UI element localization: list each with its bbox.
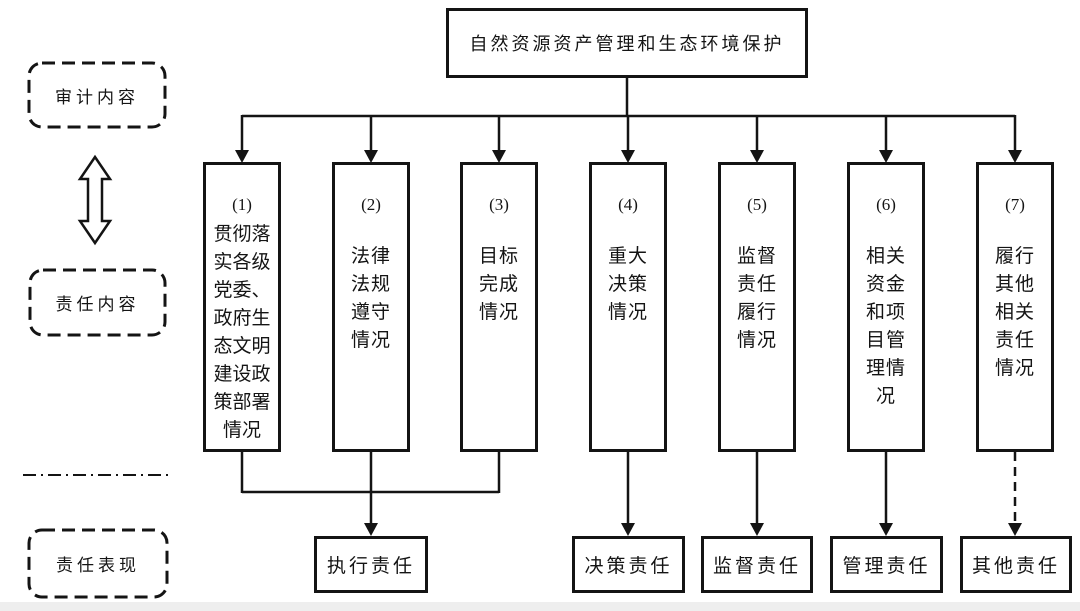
audit-content-frame — [27, 61, 167, 129]
bottom-edge-shade — [0, 602, 1080, 611]
item-number: (5) — [747, 195, 767, 214]
item-box-4: (4) 重大 决策 情况 — [589, 162, 667, 452]
item-box-6: (6) 相关 资金 和项 目管 理情 况 — [847, 162, 925, 452]
arrowheads — [235, 150, 1022, 536]
item-number: (6) — [876, 195, 896, 214]
item-number: (7) — [1005, 195, 1025, 214]
item-box-1: (1) 贯彻落 实各级 党委、 政府生 态文明 建设政 策部署 情况 — [203, 162, 281, 452]
audit-content-label: 审计内容 — [55, 87, 139, 107]
responsibility-box-supervision: 监督责任 — [701, 536, 813, 593]
item-text: 法律 法规 遵守 情况 — [350, 246, 391, 351]
item-text: 重大 决策 情况 — [607, 246, 648, 323]
responsibility-performance-frame — [27, 528, 169, 599]
item-text: 监督 责任 履行 情况 — [736, 246, 777, 351]
item-number: (1) — [232, 195, 252, 214]
item-box-2: (2) 法律 法规 遵守 情况 — [332, 162, 410, 452]
item-text: 履行 其他 相关 责任 情况 — [994, 246, 1035, 379]
responsibility-box-management: 管理责任 — [830, 536, 943, 593]
responsibility-box-execution: 执行责任 — [314, 536, 428, 593]
responsibility-content-label: 责任内容 — [55, 295, 140, 314]
responsibility-box-other: 其他责任 — [960, 536, 1072, 593]
double-arrow-icon — [77, 154, 113, 246]
item-box-3: (3) 目标 完成 情况 — [460, 162, 538, 452]
item-box-7: (7) 履行 其他 相关 责任 情况 — [976, 162, 1054, 452]
item-text: 贯彻落 实各级 党委、 政府生 态文明 建设政 策部署 情况 — [213, 224, 271, 441]
item-box-5: (5) 监督 责任 履行 情况 — [718, 162, 796, 452]
item-text: 目标 完成 情况 — [478, 246, 519, 323]
item-number: (2) — [361, 195, 381, 214]
item-number: (3) — [489, 195, 509, 214]
item-number: (4) — [618, 195, 638, 214]
root-node: 自然资源资产管理和生态环境保护 — [446, 8, 808, 78]
responsibility-box-decision: 决策责任 — [572, 536, 685, 593]
item-text: 相关 资金 和项 目管 理情 况 — [865, 246, 906, 407]
responsibility-performance-label: 责任表现 — [56, 556, 140, 575]
responsibility-content-frame — [28, 268, 167, 337]
